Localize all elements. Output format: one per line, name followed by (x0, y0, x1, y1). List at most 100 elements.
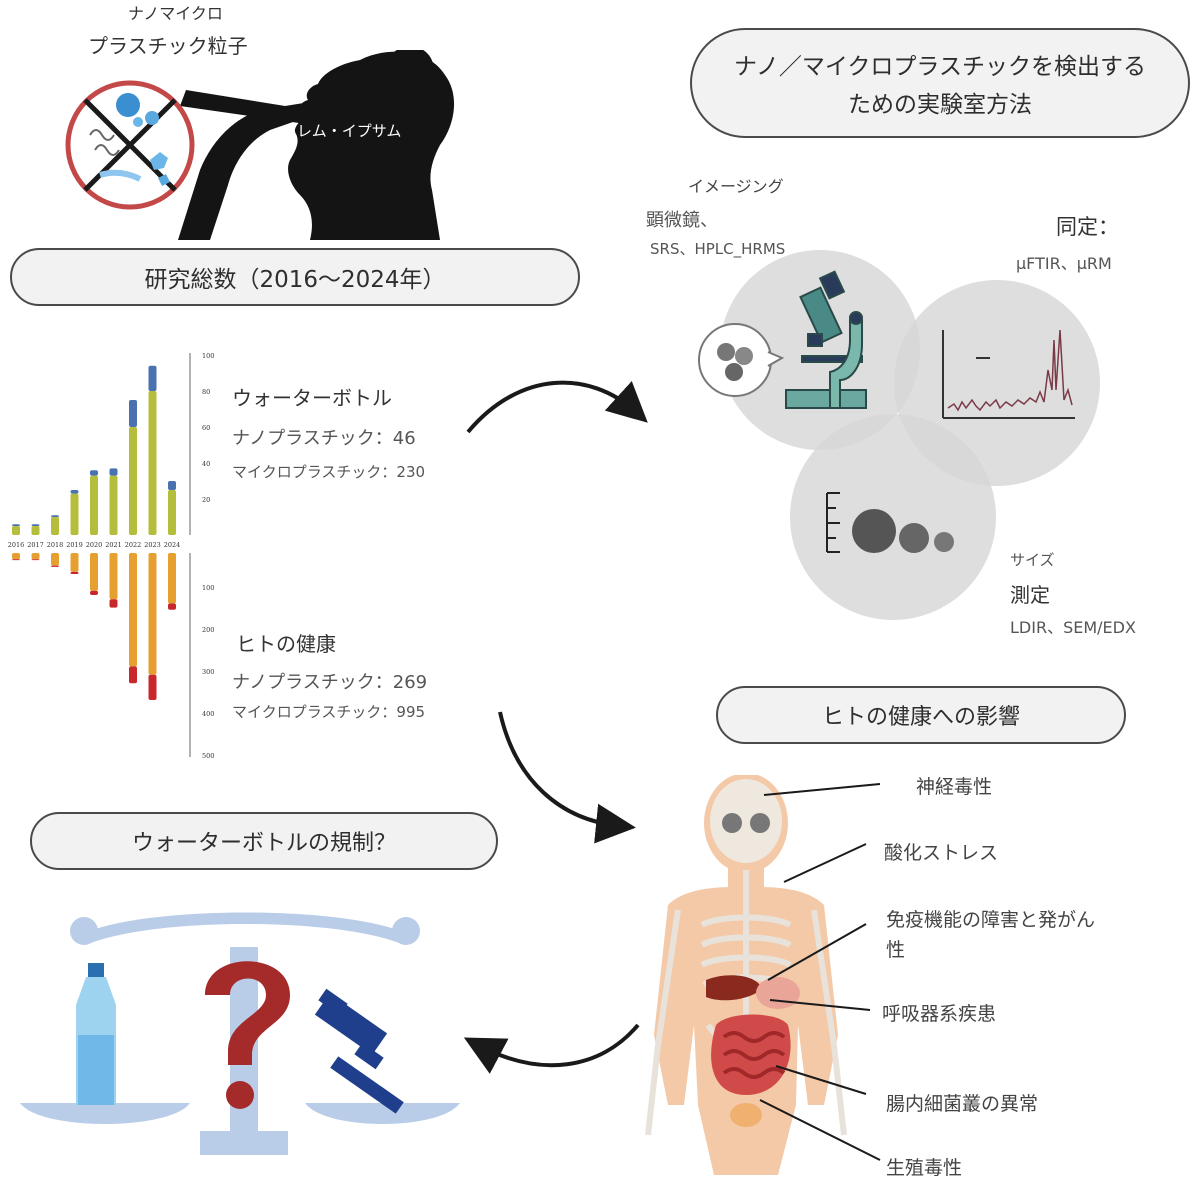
lower-y-tick-label: 400 (202, 710, 214, 718)
effect-oxidative-stress: 酸化ストレス (884, 842, 999, 864)
bar-water-bottle-nano-2017 (31, 524, 40, 526)
effect-respiratory: 呼吸器系疾患 (882, 1003, 997, 1025)
bar-human-health-nano-2020 (90, 590, 98, 595)
human-health-micro-count: マイクロプラスチック：995 (232, 703, 426, 721)
intake-title-large: プラスチック粒子 (88, 34, 248, 58)
regulation-header-text: ウォーターボトルの規制？ (131, 831, 396, 856)
bar-human-health-nano-2023 (148, 674, 157, 700)
methods-venn-diagram (698, 250, 1100, 620)
lab-methods-header: ナノ／マイクロプラスチックを検出する ための実験室方法 (690, 28, 1190, 138)
particle-bubble-icon (698, 323, 785, 397)
intake-title-small: ナノマイクロ (128, 4, 223, 23)
effect-reproductive-toxicity: 生殖毒性 (886, 1157, 963, 1179)
imaging-title: イメージング (688, 177, 784, 196)
water-bottle-title: ウォーターボトル (232, 386, 392, 410)
bar-water-bottle-nano-2019 (70, 490, 79, 494)
upper-y-tick-label: 20 (202, 496, 210, 504)
lower-y-tick-label: 300 (202, 668, 214, 676)
total-studies-header: 研究総数（2016〜2024年） (10, 248, 580, 306)
effect-immune-carcinogenic: 免疫機能の障害と発がん (886, 909, 1096, 931)
x-axis-band (4, 537, 190, 551)
pointer-immune (767, 923, 867, 981)
size-sub: 測定 (1010, 583, 1050, 607)
bar-water-bottle-nano-2023 (148, 365, 157, 391)
bar-human-health-nano-2021 (109, 599, 118, 608)
human-health-nano-count: ナノプラスチック：269 (232, 672, 428, 693)
upper-y-tick-label: 60 (202, 424, 210, 432)
bar-human-health-nano-2024 (168, 603, 176, 610)
gavel-icon (314, 988, 404, 1114)
bar-human-health-nano-2018 (51, 565, 59, 567)
size-methods: LDIR、SEM/EDX (1010, 618, 1136, 637)
x-tick-label: 2019 (66, 541, 83, 549)
bar-water-bottle-micro-2022 (129, 427, 137, 535)
x-tick-label: 2016 (8, 541, 25, 549)
effect-immune-carcinogenic-cont: 性 (886, 939, 906, 961)
bar-water-bottle-micro-2019 (70, 493, 79, 535)
bar-human-health-nano-2017 (31, 559, 40, 561)
bar-water-bottle-micro-2017 (31, 526, 40, 535)
water-bottle-nano-count: ナノプラスチック：46 (232, 428, 416, 449)
total-studies-header-text: 研究総数（2016〜2024年） (144, 267, 446, 293)
x-tick-label: 2020 (86, 541, 103, 549)
bar-human-health-micro-2022 (129, 553, 137, 667)
bar-water-bottle-micro-2023 (148, 391, 157, 535)
x-tick-label: 2022 (125, 541, 142, 549)
bar-human-health-micro-2017 (31, 553, 40, 560)
regulation-scale-illustration (20, 912, 460, 1155)
upper-y-tick-label: 80 (202, 388, 210, 396)
bar-human-health-micro-2020 (90, 553, 98, 591)
human-health-title: ヒトの健康 (236, 632, 336, 656)
spectrum-plot-icon (942, 329, 1075, 419)
imaging-line1: 顕微鏡、 (646, 210, 718, 231)
bar-human-health-micro-2021 (109, 553, 118, 600)
bar-human-health-micro-2016 (12, 553, 20, 560)
health-effects-header: ヒトの健康への影響 (716, 686, 1126, 744)
x-tick-label: 2017 (27, 541, 44, 549)
x-tick-label: 2021 (105, 541, 122, 549)
bar-water-bottle-nano-2024 (168, 481, 176, 490)
pointer-oxidative-stress (783, 843, 867, 883)
identification-title: 同定： (1056, 215, 1119, 239)
effect-gut-microbiota: 腸内細菌叢の異常 (886, 1093, 1039, 1115)
water-bottle-micro-count: マイクロプラスチック：230 (232, 463, 426, 481)
arrow-to-lab-methods (466, 380, 648, 434)
water-bottle-icon (76, 963, 116, 1105)
watermark-text: オレム・イプサム (282, 122, 402, 140)
upper-y-tick-label: 40 (202, 460, 210, 468)
bar-water-bottle-micro-2024 (168, 490, 176, 535)
bar-human-health-nano-2016 (12, 559, 20, 561)
bar-human-health-micro-2019 (70, 553, 79, 572)
particles-closeup-icon (65, 80, 195, 210)
lower-y-tick-label: 100 (202, 584, 214, 592)
bar-water-bottle-micro-2021 (109, 475, 118, 535)
venn-imaging-circle (720, 250, 920, 450)
bar-water-bottle-nano-2022 (129, 400, 137, 427)
bar-water-bottle-micro-2016 (12, 526, 20, 535)
woman-silhouette-icon (178, 50, 455, 240)
health-effects-header-text: ヒトの健康への影響 (821, 705, 1020, 730)
microscope-icon (785, 270, 867, 409)
bar-water-bottle-micro-2018 (51, 517, 59, 535)
drinking-woman-illustration (65, 50, 455, 240)
lower-y-tick-label: 500 (202, 752, 214, 760)
imaging-line2: SRS、HPLC_HRMS (650, 240, 786, 258)
bar-human-health-nano-2022 (129, 666, 137, 684)
bar-human-health-micro-2023 (148, 553, 157, 675)
x-tick-label: 2023 (144, 541, 161, 549)
bar-water-bottle-nano-2018 (51, 515, 59, 517)
bar-human-health-micro-2024 (168, 553, 176, 604)
x-tick-label: 2018 (47, 541, 64, 549)
identification-methods: µFTIR、µRM (1016, 254, 1112, 273)
x-tick-label: 2024 (164, 541, 181, 549)
bar-water-bottle-nano-2020 (90, 470, 98, 476)
effect-neurotoxicity: 神経毒性 (916, 776, 993, 798)
lab-methods-header-line1: ナノ／マイクロプラスチックを検出する (734, 54, 1146, 80)
arrow-to-regulation (463, 1023, 640, 1074)
bar-human-health-nano-2019 (70, 571, 79, 574)
size-title: サイズ (1010, 551, 1055, 569)
pointer-respiratory (769, 999, 871, 1011)
bar-water-bottle-micro-2020 (90, 475, 98, 535)
